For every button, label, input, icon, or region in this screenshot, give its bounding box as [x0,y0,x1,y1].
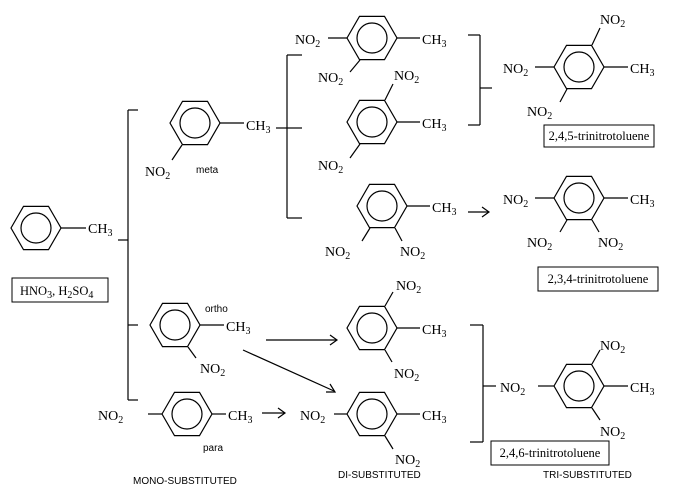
meta-bracket [276,54,302,219]
nitro-group: NO2 [400,245,425,262]
methyl-group: CH3 [88,222,112,239]
label-245: 2,4,5-trinitrotoluene [543,124,655,148]
benzene-ring [346,15,398,61]
reagent-box: HNO3, H2SO4 [11,277,109,303]
di-lower-bracket [470,324,496,443]
reagent-text: HNO3, H2SO4 [20,284,93,301]
nitro-group: NO2 [394,69,419,86]
benzene-ring [149,302,201,348]
benzene-ring [10,205,62,251]
label-246: 2,4,6-trinitrotoluene [490,440,610,466]
arrow-ortho-to-24 [242,349,337,393]
nitro-group: NO2 [395,453,420,470]
arrow-ortho-to-26 [266,334,339,346]
methyl-group: CH3 [246,119,270,136]
nitro-group: NO2 [200,362,225,379]
methyl-group: CH3 [226,320,250,337]
dinitrotoluene-26: CH3 NO2 NO2 [346,279,446,384]
label-234: 2,3,4-trinitrotoluene [537,266,659,292]
benzene-ring [553,175,605,221]
para-label: para [203,443,223,454]
toluene: CH3 [10,205,112,251]
nitro-group: NO2 [145,165,170,182]
nitro-group: NO2 [527,105,552,122]
benzene-ring [346,99,398,145]
benzene-ring [169,100,221,146]
product-name-245: 2,4,5-trinitrotoluene [549,129,650,143]
methyl-group: CH3 [630,381,654,398]
benzene-ring [161,391,213,437]
methyl-group: CH3 [422,117,446,134]
dinitrotoluene-middle: CH3 NO2 NO2 [318,69,446,176]
nitro-group: NO2 [503,193,528,210]
para-nitrotoluene: CH3 NO2 para [98,391,252,454]
nitro-group: NO2 [500,381,525,398]
dinitrotoluene-24: CH3 NO2 NO2 [300,391,446,470]
methyl-group: CH3 [422,33,446,50]
tri-caption: TRI-SUBSTITUTED [543,470,632,481]
nitro-group: NO2 [98,409,123,426]
reagent-frame [11,277,109,303]
benzene-ring [356,183,408,229]
nitro-group: NO2 [600,339,625,356]
methyl-group: CH3 [630,193,654,210]
methyl-group: CH3 [422,409,446,426]
arrow-to-234 [468,206,491,218]
dinitrotoluene-bottom: CH3 NO2 NO2 [325,183,456,262]
nitro-group: NO2 [325,245,350,262]
nitro-group: NO2 [598,236,623,253]
di-meta-bracket [468,34,492,126]
nitro-group: NO2 [394,367,419,384]
methyl-group: CH3 [228,409,252,426]
dinitrotoluene-top: CH3 NO2 NO2 [295,15,446,88]
meta-label: meta [196,165,219,176]
nitro-group: NO2 [295,33,320,50]
nitro-group: NO2 [318,159,343,176]
nitro-group: NO2 [318,71,343,88]
arrow-para-to-24 [262,407,287,419]
main-bracket [118,109,138,401]
nitro-group: NO2 [527,236,552,253]
methyl-group: CH3 [422,323,446,340]
benzene-ring [553,44,605,90]
mono-caption: MONO-SUBSTITUTED [133,476,237,487]
ortho-nitrotoluene: CH3 ortho NO2 [149,302,250,379]
nitro-group: NO2 [600,13,625,30]
di-caption: DI-SUBSTITUTED [338,470,421,481]
trinitrotoluene-234: CH3 NO2 NO2 NO2 [503,175,654,253]
nitro-group: NO2 [396,279,421,296]
product-name-246: 2,4,6-trinitrotoluene [500,446,601,460]
methyl-group: CH3 [630,62,654,79]
trinitrotoluene-245: CH3 NO2 NO2 NO2 [503,13,654,122]
benzene-ring [553,363,605,409]
product-name-234: 2,3,4-trinitrotoluene [548,272,649,286]
ortho-label: ortho [205,304,228,315]
benzene-ring [346,305,398,351]
nitro-group: NO2 [503,62,528,79]
meta-nitrotoluene: CH3 NO2 meta [145,100,270,182]
trinitrotoluene-246: CH3 NO2 NO2 NO2 [500,339,654,442]
nitro-group: NO2 [300,409,325,426]
nitro-group: NO2 [600,425,625,442]
benzene-ring [346,391,398,437]
methyl-group: CH3 [432,201,456,218]
